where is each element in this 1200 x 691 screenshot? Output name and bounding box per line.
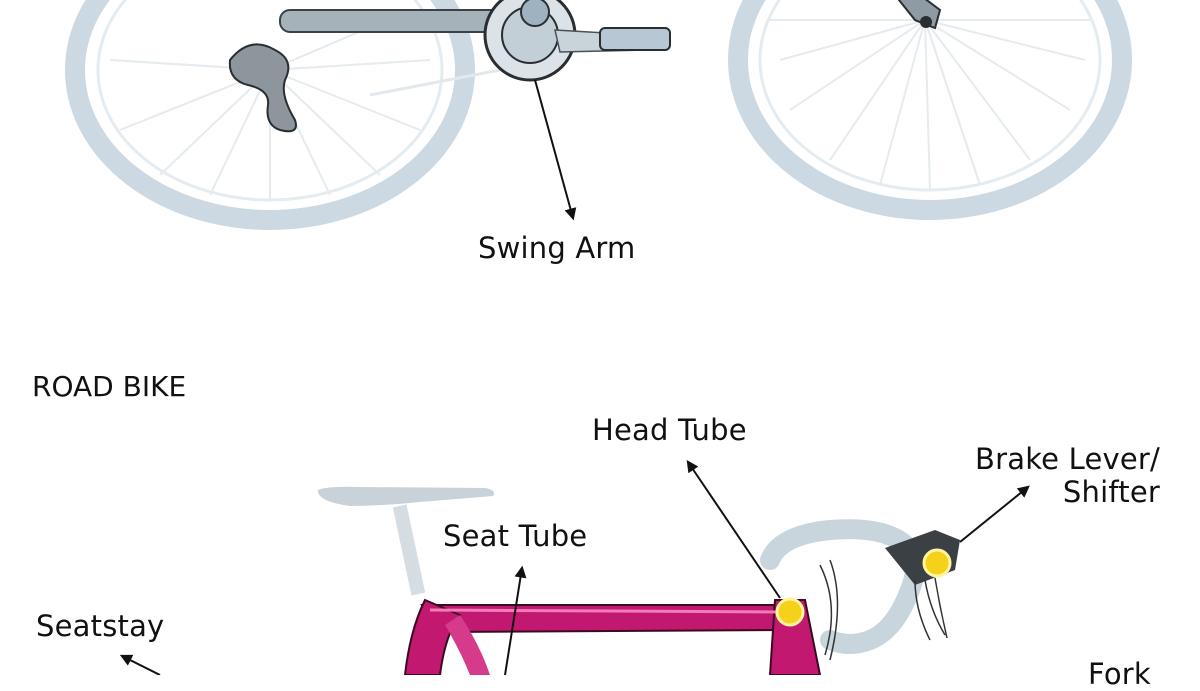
label-swing-arm: Swing Arm xyxy=(478,231,636,265)
rear-derailleur xyxy=(228,43,297,133)
head-tube-arrow xyxy=(686,460,781,599)
seat-tube-arrow xyxy=(504,565,527,675)
chainring xyxy=(483,0,671,82)
saddle xyxy=(318,486,494,596)
diagram-artwork xyxy=(65,0,1132,675)
swing-arm-arrow xyxy=(534,79,577,221)
section-heading-road-bike: ROAD BIKE xyxy=(32,370,187,403)
label-seat-tube: Seat Tube xyxy=(443,519,588,553)
label-seatstay: Seatstay xyxy=(36,609,165,643)
rear-wheel-top xyxy=(65,0,475,230)
front-wheel-top xyxy=(728,0,1132,220)
label-brake-lever-shifter: Brake Lever/ Shifter xyxy=(960,442,1160,510)
road-bike-frame xyxy=(403,598,822,675)
head-tube-marker xyxy=(775,597,805,627)
swing-arm-tube xyxy=(279,9,511,97)
label-brake-lever-line2: Shifter xyxy=(1062,475,1160,510)
brake-lever-arrow xyxy=(959,485,1030,543)
seatstay-arrow xyxy=(119,654,161,675)
label-brake-lever-line1: Brake Lever/ xyxy=(975,442,1160,476)
brake-lever-marker xyxy=(922,548,952,578)
label-head-tube: Head Tube xyxy=(592,413,747,447)
bike-anatomy-diagram: Swing Arm ROAD BIKE Head Tube Brake Leve… xyxy=(32,0,1160,691)
